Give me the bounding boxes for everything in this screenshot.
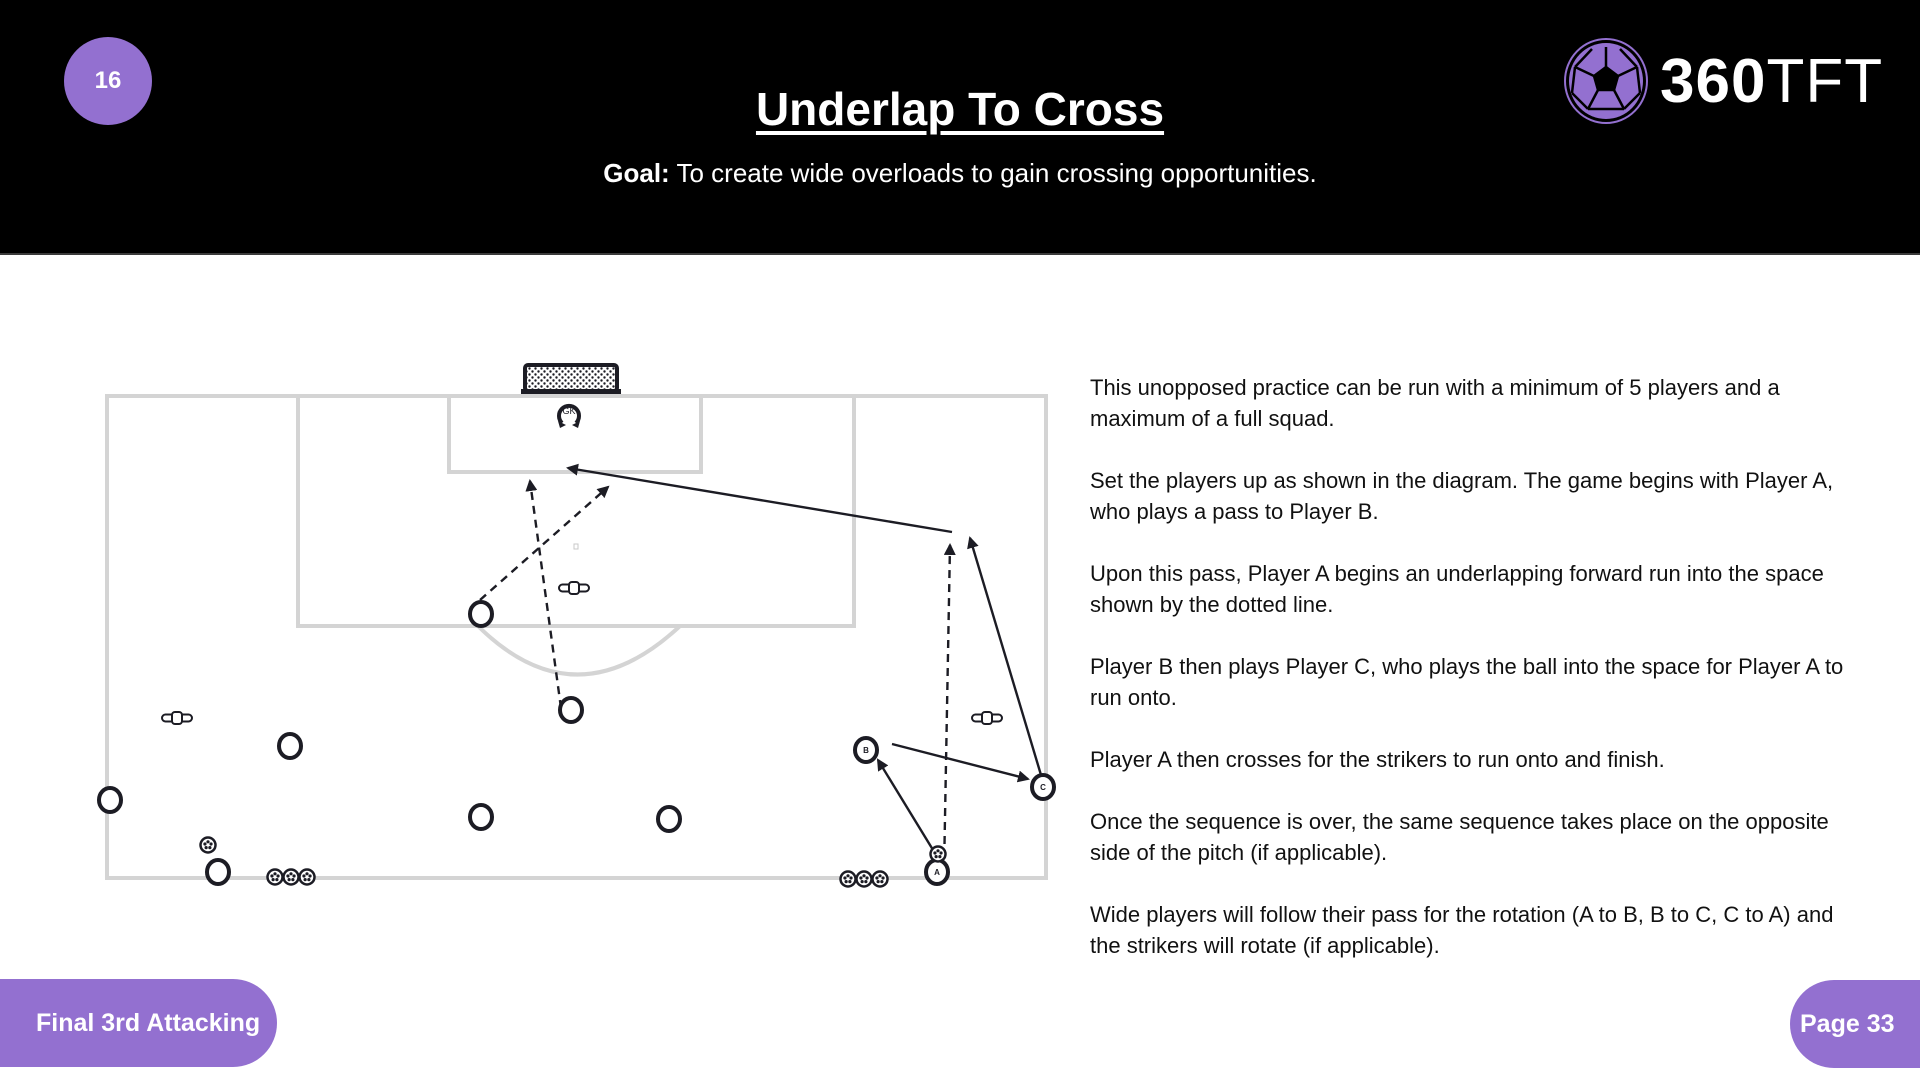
player-icon — [656, 805, 682, 833]
player-icon — [558, 696, 584, 724]
goal-line: Goal: To create wide overloads to gain c… — [0, 158, 1920, 189]
player-icon — [97, 786, 123, 814]
session-number: 16 — [94, 67, 122, 94]
penalty-arc — [476, 624, 682, 677]
ball-icon — [266, 868, 284, 886]
pass-c-into-space-arrow — [967, 536, 1043, 776]
player-icon — [468, 803, 494, 831]
description-paragraph: Wide players will follow their pass for … — [1090, 902, 1834, 958]
category-tag: Final 3rd Attacking — [0, 979, 277, 1067]
goalkeeper-label: GK — [562, 406, 575, 416]
description-paragraph: Upon this pass, Player A begins an under… — [1090, 561, 1824, 617]
penalty-spot — [573, 543, 579, 550]
ball-icon — [282, 868, 300, 886]
mannequin-icon — [971, 711, 1003, 725]
session-number-badge: 16 — [64, 37, 152, 125]
soccer-ball-icon — [1564, 38, 1648, 124]
practice-diagram: GK B C A — [0, 253, 1080, 993]
goal-label: Goal: — [603, 158, 670, 188]
ball-icon — [871, 870, 889, 888]
brand-name: 360TFT — [1660, 46, 1884, 116]
ball-icon — [839, 870, 857, 888]
player-c-icon: C — [1030, 773, 1056, 801]
player-label: A — [934, 868, 940, 877]
player-icon — [277, 732, 303, 760]
pitch-diagram: GK B C A — [97, 363, 1056, 888]
ball-icon — [929, 845, 947, 863]
strike-run-arrow — [525, 479, 563, 709]
strike-run-arrow — [479, 485, 610, 601]
description-paragraph: Player A then crosses for the strikers t… — [1090, 747, 1665, 772]
header-band: 16 Underlap To Cross Goal: To create wid… — [0, 0, 1920, 255]
page-number: Page 33 — [1800, 1009, 1895, 1038]
player-a-icon: A — [924, 858, 950, 886]
player-b-icon: B — [853, 736, 879, 764]
pass-a-to-b-arrow — [876, 758, 943, 864]
goal-icon — [521, 363, 621, 394]
ball-icon — [298, 868, 316, 886]
cross-arrow — [566, 463, 953, 534]
description-paragraph: Player B then plays Player C, who plays … — [1090, 654, 1844, 710]
player-icon — [205, 858, 231, 886]
player-label: C — [1040, 783, 1046, 792]
player-label: B — [863, 746, 869, 755]
mannequin-icon — [558, 581, 590, 595]
goalkeeper-icon: GK — [557, 403, 581, 428]
page-title: Underlap To Cross — [755, 83, 1165, 135]
description-paragraph: Set the players up as shown in the diagr… — [1090, 468, 1834, 524]
goal-text: To create wide overloads to gain crossin… — [669, 158, 1317, 188]
mannequin-icon — [161, 711, 193, 725]
practice-description: This unopposed practice can be run with … — [1090, 372, 1870, 992]
ball-icon — [855, 870, 873, 888]
description-paragraph: Once the sequence is over, the same sequ… — [1090, 809, 1829, 865]
pass-b-to-c-arrow — [891, 742, 1030, 783]
underlap-run-arrow — [942, 543, 956, 873]
brand-logo: 360TFT — [1562, 37, 1883, 125]
page-number-tag: Page 33 — [1790, 980, 1920, 1068]
category-label: Final 3rd Attacking — [36, 1008, 261, 1037]
ball-icon — [199, 836, 217, 854]
description-paragraph: This unopposed practice can be run with … — [1090, 375, 1780, 431]
player-icon — [468, 600, 494, 628]
